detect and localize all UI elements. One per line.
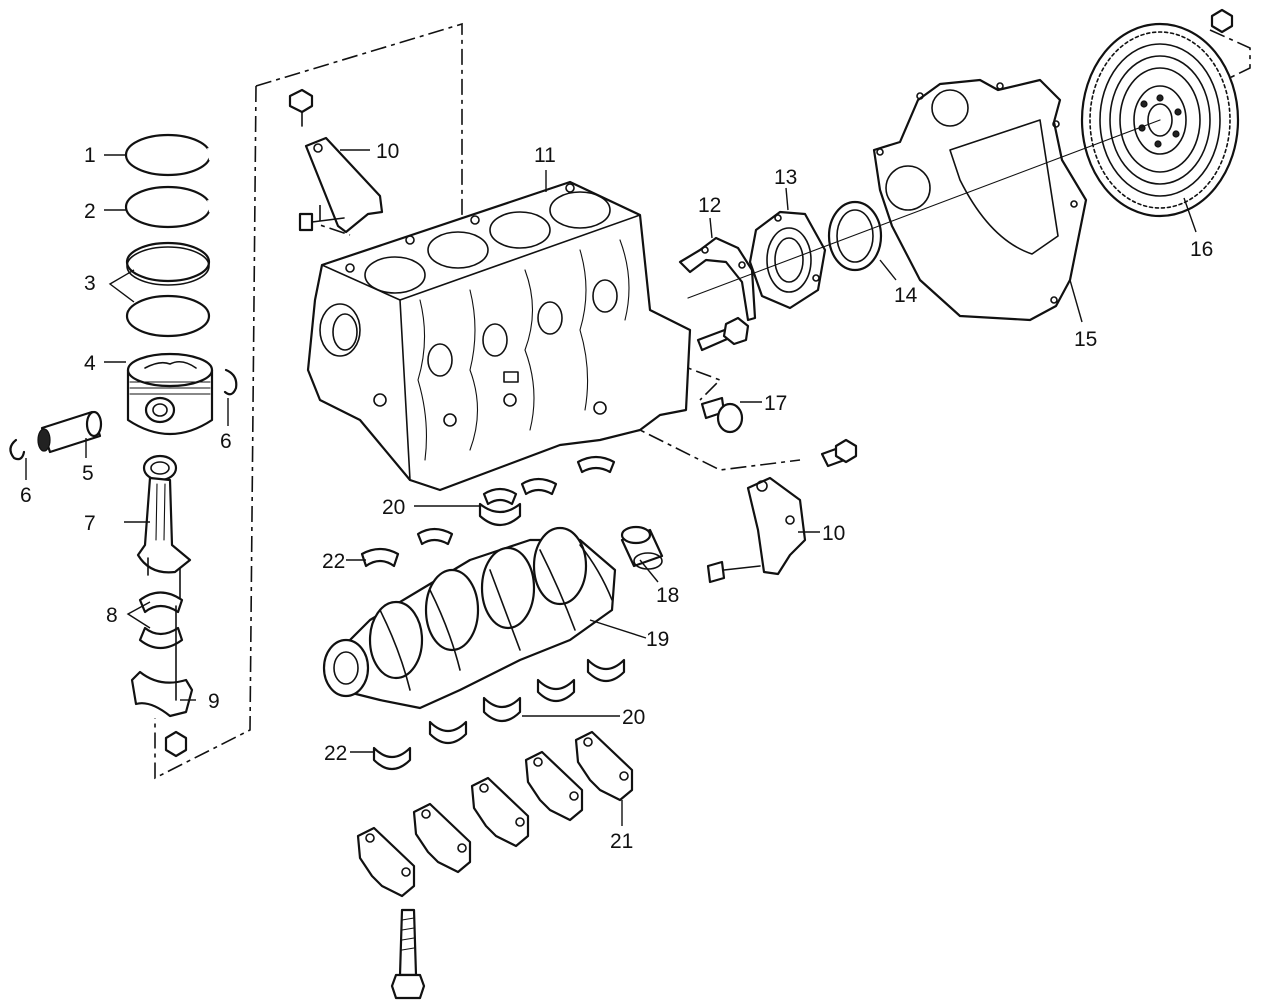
callout-19: 19: [646, 628, 669, 651]
rear-end-plate: [872, 78, 1088, 322]
crankshaft: [322, 526, 617, 710]
callout-9: 9: [208, 690, 220, 713]
callout-8: 8: [106, 604, 118, 627]
callout-20-top: 20: [382, 496, 405, 519]
rear-oil-seal: [827, 200, 883, 272]
engine-bracket-top: [288, 88, 384, 234]
upper-main-bearings: [360, 455, 616, 568]
callout-16: 16: [1190, 238, 1213, 261]
callout-11: 11: [534, 144, 556, 167]
conrod-cap: [130, 605, 194, 758]
engine-bracket-lower: [706, 438, 858, 584]
crankshaft-center-axis: [687, 119, 1161, 299]
piston: [126, 352, 214, 436]
lower-main-bearings: [372, 658, 626, 771]
piston-pin: [37, 410, 103, 454]
piston-ring-3-oil-rings: [125, 241, 211, 338]
callout-4: 4: [84, 352, 96, 375]
callout-14: 14: [894, 284, 918, 307]
callout-6-left: 6: [20, 484, 32, 507]
cylinder-block: [306, 180, 692, 492]
rear-oil-seal-gasket: [678, 236, 757, 322]
callout-21: 21: [610, 830, 633, 853]
callout-3: 3: [84, 272, 96, 295]
callout-15: 15: [1074, 328, 1097, 351]
callout-7: 7: [84, 512, 96, 535]
conrod-bearings: [138, 591, 184, 650]
callout-20-bottom: 20: [622, 706, 645, 729]
callout-22-bottom: 22: [324, 742, 347, 765]
piston-ring-1: [124, 133, 213, 177]
callout-5: 5: [82, 462, 94, 485]
main-cap-bolt: [390, 908, 426, 1000]
main-bearing-caps: [356, 730, 634, 898]
callout-10-lower: 10: [822, 522, 845, 545]
piston-ring-2: [124, 185, 213, 229]
snap-ring-right: [223, 368, 238, 396]
pilot-bushing: [620, 525, 664, 570]
callout-6-right: 6: [220, 430, 232, 453]
callout-10-top: 10: [376, 140, 399, 163]
callout-1: 1: [84, 144, 96, 167]
callout-labels: 1 2 3 4 5 6 6 7 8 9 10 11 12 13 14 15 16…: [20, 140, 1213, 853]
callout-18: 18: [656, 584, 679, 607]
callout-13: 13: [774, 166, 797, 189]
crankshaft-bolt: [696, 316, 750, 434]
callout-12: 12: [698, 194, 721, 217]
callout-2: 2: [84, 200, 96, 223]
callout-22-top: 22: [322, 550, 345, 573]
connecting-rod: [136, 454, 192, 601]
flywheel: [1080, 8, 1240, 218]
snap-ring-left: [9, 438, 26, 461]
callout-17: 17: [764, 392, 787, 415]
leader-lines: [25, 149, 1197, 826]
